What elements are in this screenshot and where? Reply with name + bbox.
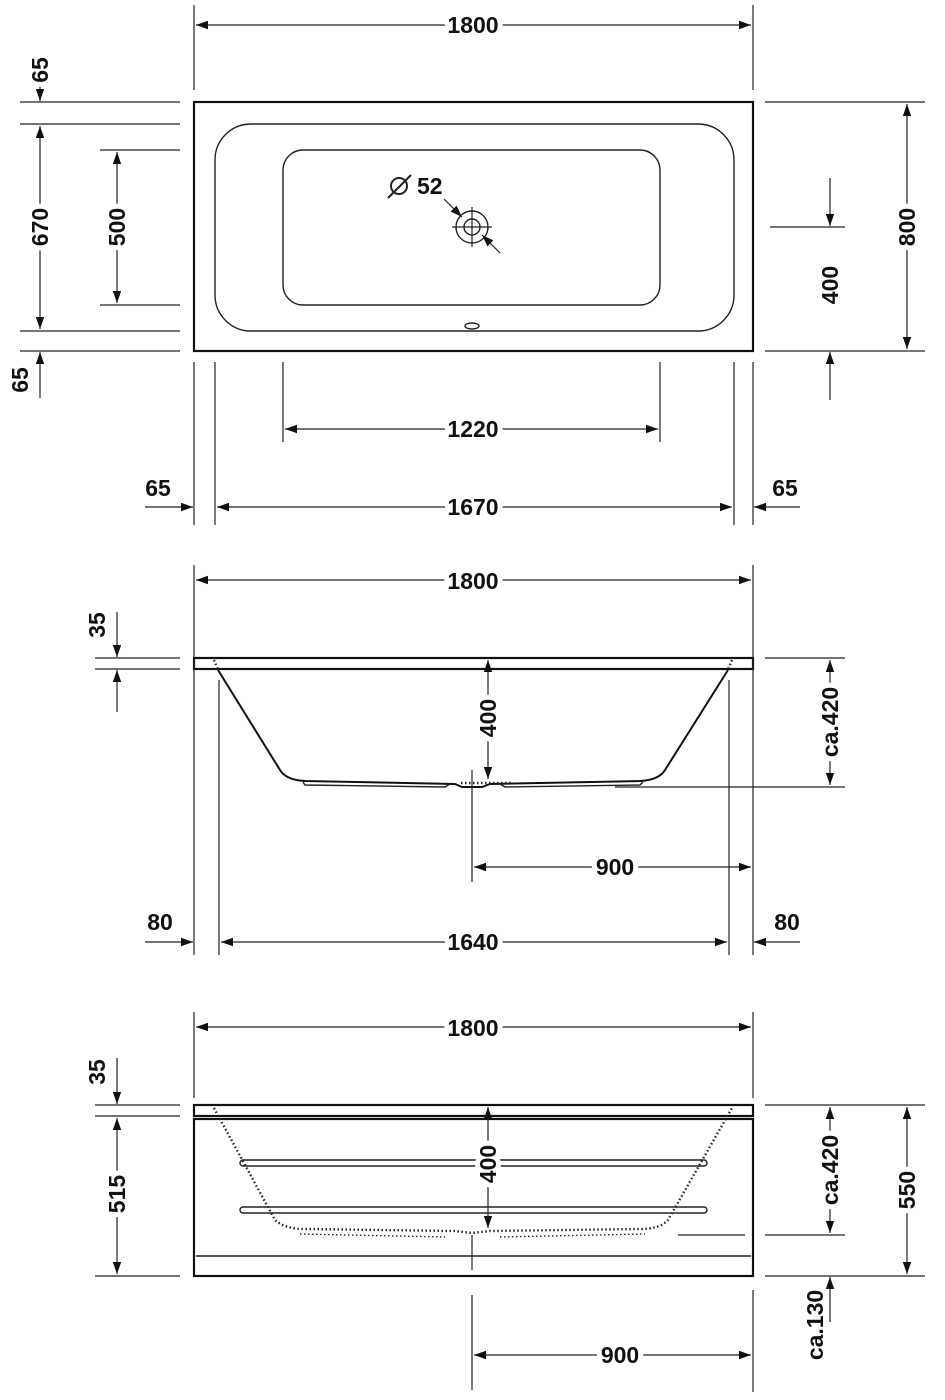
dim-section-offset-left: 80 (147, 909, 173, 935)
overflow-icon (464, 322, 480, 330)
dim-section-drain-position: 900 (596, 854, 634, 880)
elevation-view: 1800 35 515 400 ca.420 550 ca.130 900 (79, 1010, 925, 1392)
dim-plan-basin-width: 500 (104, 208, 130, 246)
dim-plan-inner-length: 1670 (447, 494, 498, 520)
basin-floor (282, 149, 661, 306)
dim-plan-rim-top: 65 (27, 57, 53, 83)
tub-inner-rim (214, 123, 735, 332)
tub-rim (192, 656, 755, 671)
dim-elevation-rim: 35 (84, 1059, 110, 1085)
dim-section-rim: 35 (84, 612, 110, 638)
tub-hidden-profile (212, 1107, 734, 1235)
diameter-icon (387, 174, 412, 199)
dim-plan-basin-length: 1220 (447, 416, 498, 442)
dim-plan-rim-left: 65 (145, 475, 171, 501)
dim-drain-diameter: 52 (417, 173, 443, 199)
dim-section-inner-length: 1640 (447, 929, 498, 955)
drain-icon (452, 207, 492, 247)
dim-plan-inner-width: 670 (27, 208, 53, 246)
dim-elevation-drain-position: 900 (601, 1342, 639, 1368)
dim-elevation-depth: 400 (475, 1145, 501, 1183)
dim-plan-width: 800 (894, 208, 920, 246)
tub-rim (192, 1103, 755, 1118)
dim-plan-drain-offset: 400 (817, 266, 843, 304)
dim-elevation-length: 1800 (447, 1015, 498, 1041)
dim-section-depth: 400 (475, 699, 501, 737)
tub-apron-panel (192, 1117, 755, 1278)
plan-view: 1800 65 670 500 65 52 800 400 (2, 5, 925, 525)
tub-outline (192, 100, 755, 353)
panel-groove (239, 1206, 708, 1214)
dim-plan-rim-right: 65 (772, 475, 798, 501)
section-view: 1800 35 400 ca.420 900 1640 80 80 (79, 563, 848, 960)
dim-elevation-apron: 515 (104, 1175, 130, 1214)
dim-section-length: 1800 (447, 568, 498, 594)
tub-section-profile (217, 669, 729, 788)
dim-plan-length: 1800 (447, 12, 498, 38)
panel-groove (239, 1159, 708, 1167)
dim-section-offset-right: 80 (774, 909, 800, 935)
dim-section-height: ca.420 (817, 687, 843, 757)
dim-elevation-height: ca.420 (817, 1135, 843, 1205)
dim-elevation-total-height: 550 (894, 1171, 920, 1209)
dim-elevation-plinth: ca.130 (802, 1290, 828, 1360)
dim-plan-rim-bottom: 65 (7, 367, 33, 393)
